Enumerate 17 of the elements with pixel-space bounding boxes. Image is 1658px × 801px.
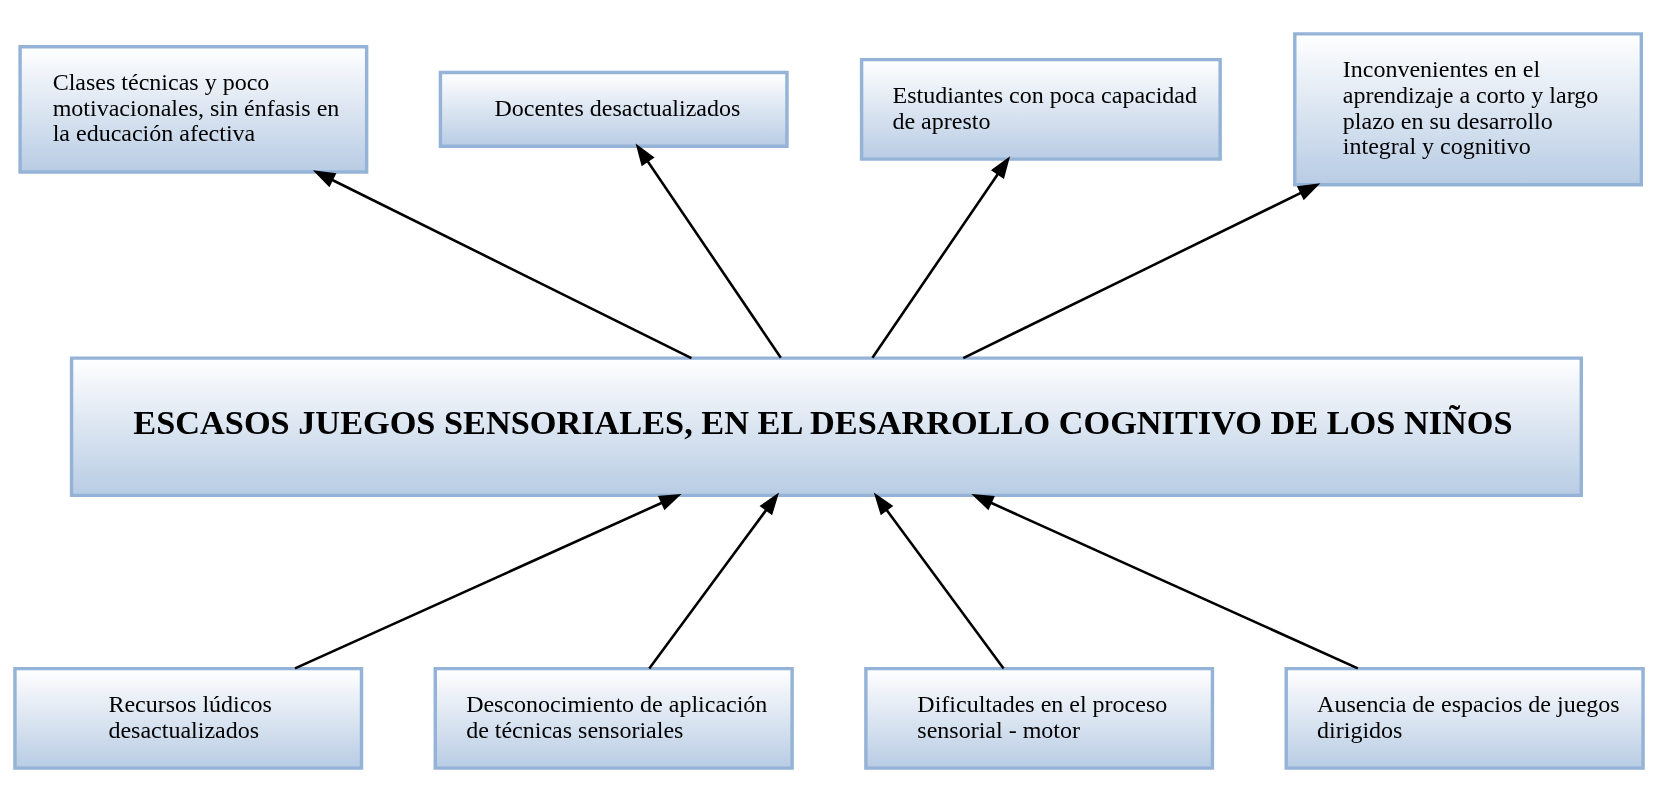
node-box: Desconocimiento de aplicación de técnicas sensoriales	[433, 666, 794, 770]
node-box: Estudiantes con poca capacidad de apresto	[859, 57, 1222, 161]
arrow	[873, 492, 1005, 669]
node-box: Docentes desactualizados	[438, 70, 789, 148]
node-box: Clases técnicas y poco motivacionales, sin énfasis en la educación afectiva	[18, 44, 369, 174]
arrow	[312, 169, 692, 359]
node-box: Recursos lúdicos desactualizados	[13, 666, 364, 770]
node-box: Ausencia de espacios de juegos dirigidos	[1284, 666, 1645, 770]
node-box: ESCASOS JUEGOS SENSORIALES, EN EL DESARROLLO COGNITIVO DE LOS NIÑOS	[69, 355, 1583, 497]
arrow	[294, 493, 682, 670]
arrow	[962, 182, 1321, 359]
node-box: Dificultades en el proceso sensorial - motor	[864, 666, 1215, 770]
arrow	[871, 155, 1011, 358]
arrow	[648, 492, 780, 669]
arrow	[635, 142, 782, 358]
arrow	[971, 493, 1359, 670]
node-box: Inconvenientes en el aprendizaje a corto y largo plazo en su desarrollo integral y cognitivo	[1293, 31, 1644, 187]
